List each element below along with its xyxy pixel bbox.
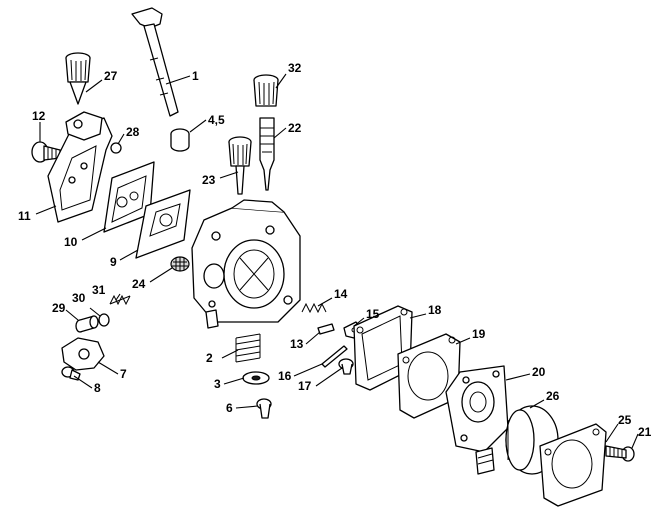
screw-part-21 (605, 445, 635, 462)
plug-part-29 (75, 315, 99, 333)
cover-plate-part-7 (61, 337, 105, 371)
callout-32: 32 (288, 61, 302, 75)
bushing-part (170, 128, 190, 152)
needle-part-13 (317, 323, 335, 335)
callout-7: 7 (120, 367, 127, 381)
callout-14: 14 (334, 287, 348, 301)
leader-lines (35, 73, 639, 449)
washer-part (242, 371, 270, 385)
callout-6: 6 (226, 401, 233, 415)
limiter-cap-part-32 (253, 74, 279, 107)
bulb-retainer-plate (539, 423, 607, 507)
callout-22: 22 (288, 121, 302, 135)
callout-21: 21 (638, 425, 652, 439)
callout-31: 31 (92, 283, 106, 297)
o-ring-part-30 (98, 313, 110, 327)
spring-part-14 (301, 302, 327, 314)
callout-9: 9 (110, 255, 117, 269)
callout-12: 12 (32, 109, 46, 123)
callout-23: 23 (202, 173, 216, 187)
callout-24: 24 (132, 277, 146, 291)
screw-part-6 (256, 398, 272, 419)
callout-labels: 1 2 3 4,5 6 7 8 9 10 11 12 13 14 15 16 1… (18, 61, 652, 439)
callout-30: 30 (72, 291, 86, 305)
callout-13: 13 (290, 337, 304, 351)
callout-25: 25 (618, 413, 632, 427)
callout-11: 11 (18, 209, 31, 223)
screw-part-17 (338, 358, 354, 375)
callout-8: 8 (94, 381, 101, 395)
callout-17: 17 (298, 379, 312, 393)
pump-cover-part (445, 365, 509, 475)
metering-diaphragm-part (135, 189, 191, 259)
callout-15: 15 (366, 307, 380, 321)
spring-part-31 (109, 294, 131, 306)
callout-20: 20 (532, 365, 546, 379)
callout-19: 19 (472, 327, 486, 341)
throttle-shaft-part (131, 7, 179, 117)
inlet-spring-part (235, 333, 261, 363)
gasket-part-10 (103, 161, 155, 233)
callout-3: 3 (214, 377, 221, 391)
callout-16: 16 (278, 369, 292, 383)
limiter-cap-part (65, 52, 91, 105)
callout-1: 1 (192, 69, 199, 83)
pin-part-16 (321, 345, 348, 368)
plug-part-28 (110, 142, 122, 154)
callout-10: 10 (64, 235, 78, 249)
callout-18: 18 (428, 303, 442, 317)
adjusting-screw-part-23 (228, 136, 252, 195)
adjusting-screw-part-22 (259, 117, 275, 191)
callout-26: 26 (546, 389, 560, 403)
callout-28: 28 (126, 125, 140, 139)
cover-plate-part (47, 111, 113, 223)
callout-27: 27 (104, 69, 118, 83)
callout-4-5: 4,5 (208, 113, 225, 127)
carburetor-body-part (191, 199, 301, 329)
fuel-strainer-part (170, 256, 190, 272)
callout-29: 29 (52, 301, 66, 315)
callout-2: 2 (206, 351, 213, 365)
screw-part-8 (61, 366, 81, 381)
